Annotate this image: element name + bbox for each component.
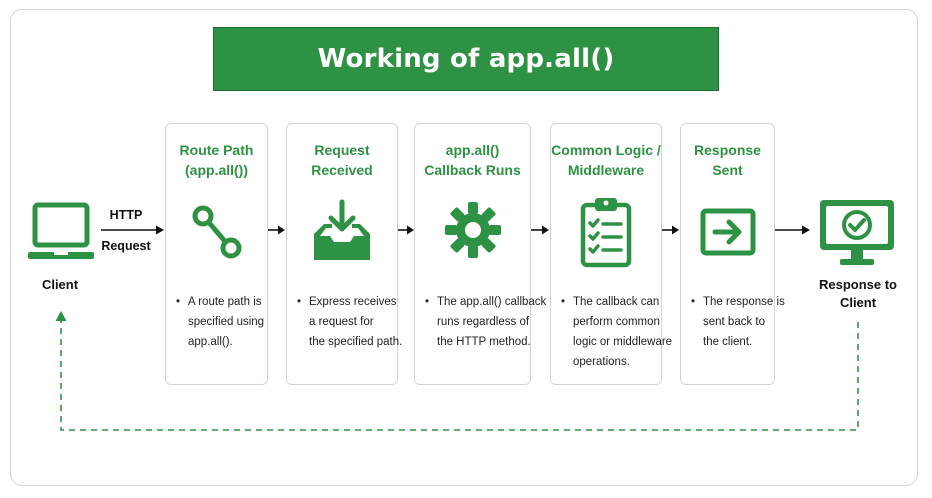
step-title-line: (app.all()) <box>185 162 248 178</box>
step-desc-line: The response is <box>703 296 785 308</box>
arrow-step5-to-monitor <box>775 224 811 236</box>
step-card-request-received: Request Received •Express receives a req… <box>286 123 402 385</box>
step-title-line: Middleware <box>567 162 645 178</box>
step-card-response-sent: Response Sent •The response is sent back… <box>680 123 785 385</box>
step-desc-line: The callback can <box>573 296 660 308</box>
step-desc-line: specified using <box>188 316 265 328</box>
step-title-line: Sent <box>712 162 743 178</box>
arrow-client-to-route <box>101 224 165 236</box>
step-title-line: Route Path <box>179 142 254 158</box>
step-desc-line: the specified path. <box>309 336 403 348</box>
step-card-callback-runs: app.all() Callback Runs •The app.all() c… <box>414 123 546 385</box>
step-title-line: app.all() <box>445 142 500 158</box>
route-icon <box>187 200 247 264</box>
monitor-check-icon <box>818 198 896 270</box>
title-banner: Working of app.all() <box>213 27 719 91</box>
step-desc-line: operations. <box>573 356 630 368</box>
step-card-route-path: Route Path (app.all()) •A route path is … <box>165 123 268 385</box>
gear-icon <box>444 202 501 258</box>
step-desc-line: runs regardless of <box>437 316 530 328</box>
inbox-download-icon <box>310 199 374 264</box>
laptop-icon <box>26 202 96 262</box>
step-desc-line: A route path is <box>188 296 262 308</box>
step-title-line: Common Logic / <box>551 142 661 158</box>
step-desc-line: sent back to <box>703 316 766 328</box>
arrow-box-icon <box>700 208 756 256</box>
step-desc-line: Express receives <box>309 296 397 308</box>
step-desc-line: logic or middleware <box>573 336 673 348</box>
step-desc-line: the HTTP method. <box>437 336 531 348</box>
request-label: Request <box>101 239 151 253</box>
response-to-client-label-2: Client <box>839 295 877 310</box>
step-card-common-logic: Common Logic / Middleware •The callback … <box>550 123 672 385</box>
step-desc-line: The app.all() callback <box>437 296 547 308</box>
response-to-client-label-1: Response to <box>818 277 897 292</box>
client-label: Client <box>41 277 79 292</box>
step-title-line: Request <box>314 142 370 158</box>
arrow-step4-to-step5 <box>662 224 681 236</box>
arrow-step3-to-step4 <box>531 224 551 236</box>
diagram-title: Working of app.all() <box>317 44 615 74</box>
step-desc-line: the client. <box>703 336 753 348</box>
step-desc-line: a request for <box>309 316 374 328</box>
arrow-step2-to-step3 <box>398 224 416 236</box>
http-label: HTTP <box>109 208 143 222</box>
step-title-line: Received <box>311 162 373 178</box>
step-desc-line: app.all(). <box>188 336 233 348</box>
step-title-line: Response <box>694 142 761 158</box>
step-title-line: Callback Runs <box>424 162 521 178</box>
clipboard-checklist-icon <box>579 196 633 268</box>
step-desc-line: perform common <box>573 316 660 328</box>
arrow-step1-to-step2 <box>268 224 286 236</box>
